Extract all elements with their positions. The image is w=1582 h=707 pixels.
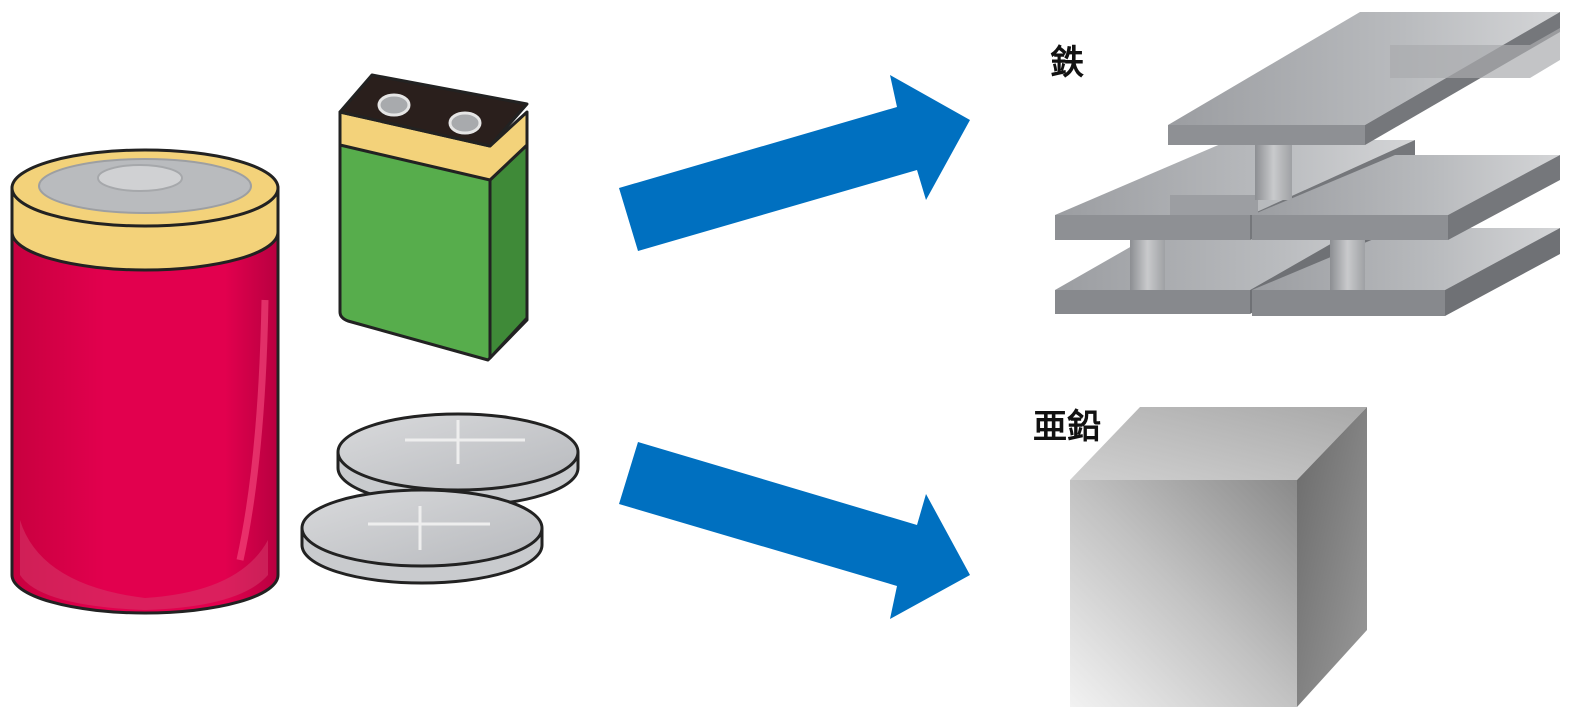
d-cell-battery-icon <box>10 148 280 615</box>
coin-cell-batteries-icon <box>300 412 580 585</box>
iron-label: 鉄 <box>1050 43 1084 83</box>
zinc-label: 亜鉛 <box>1033 407 1101 447</box>
arrow-to-iron-icon <box>619 75 970 251</box>
iron-i-beams-icon <box>1055 12 1560 316</box>
zinc-cube-icon <box>1070 407 1367 707</box>
nine-volt-battery-icon <box>338 73 529 362</box>
arrow-to-zinc-icon <box>619 442 970 619</box>
